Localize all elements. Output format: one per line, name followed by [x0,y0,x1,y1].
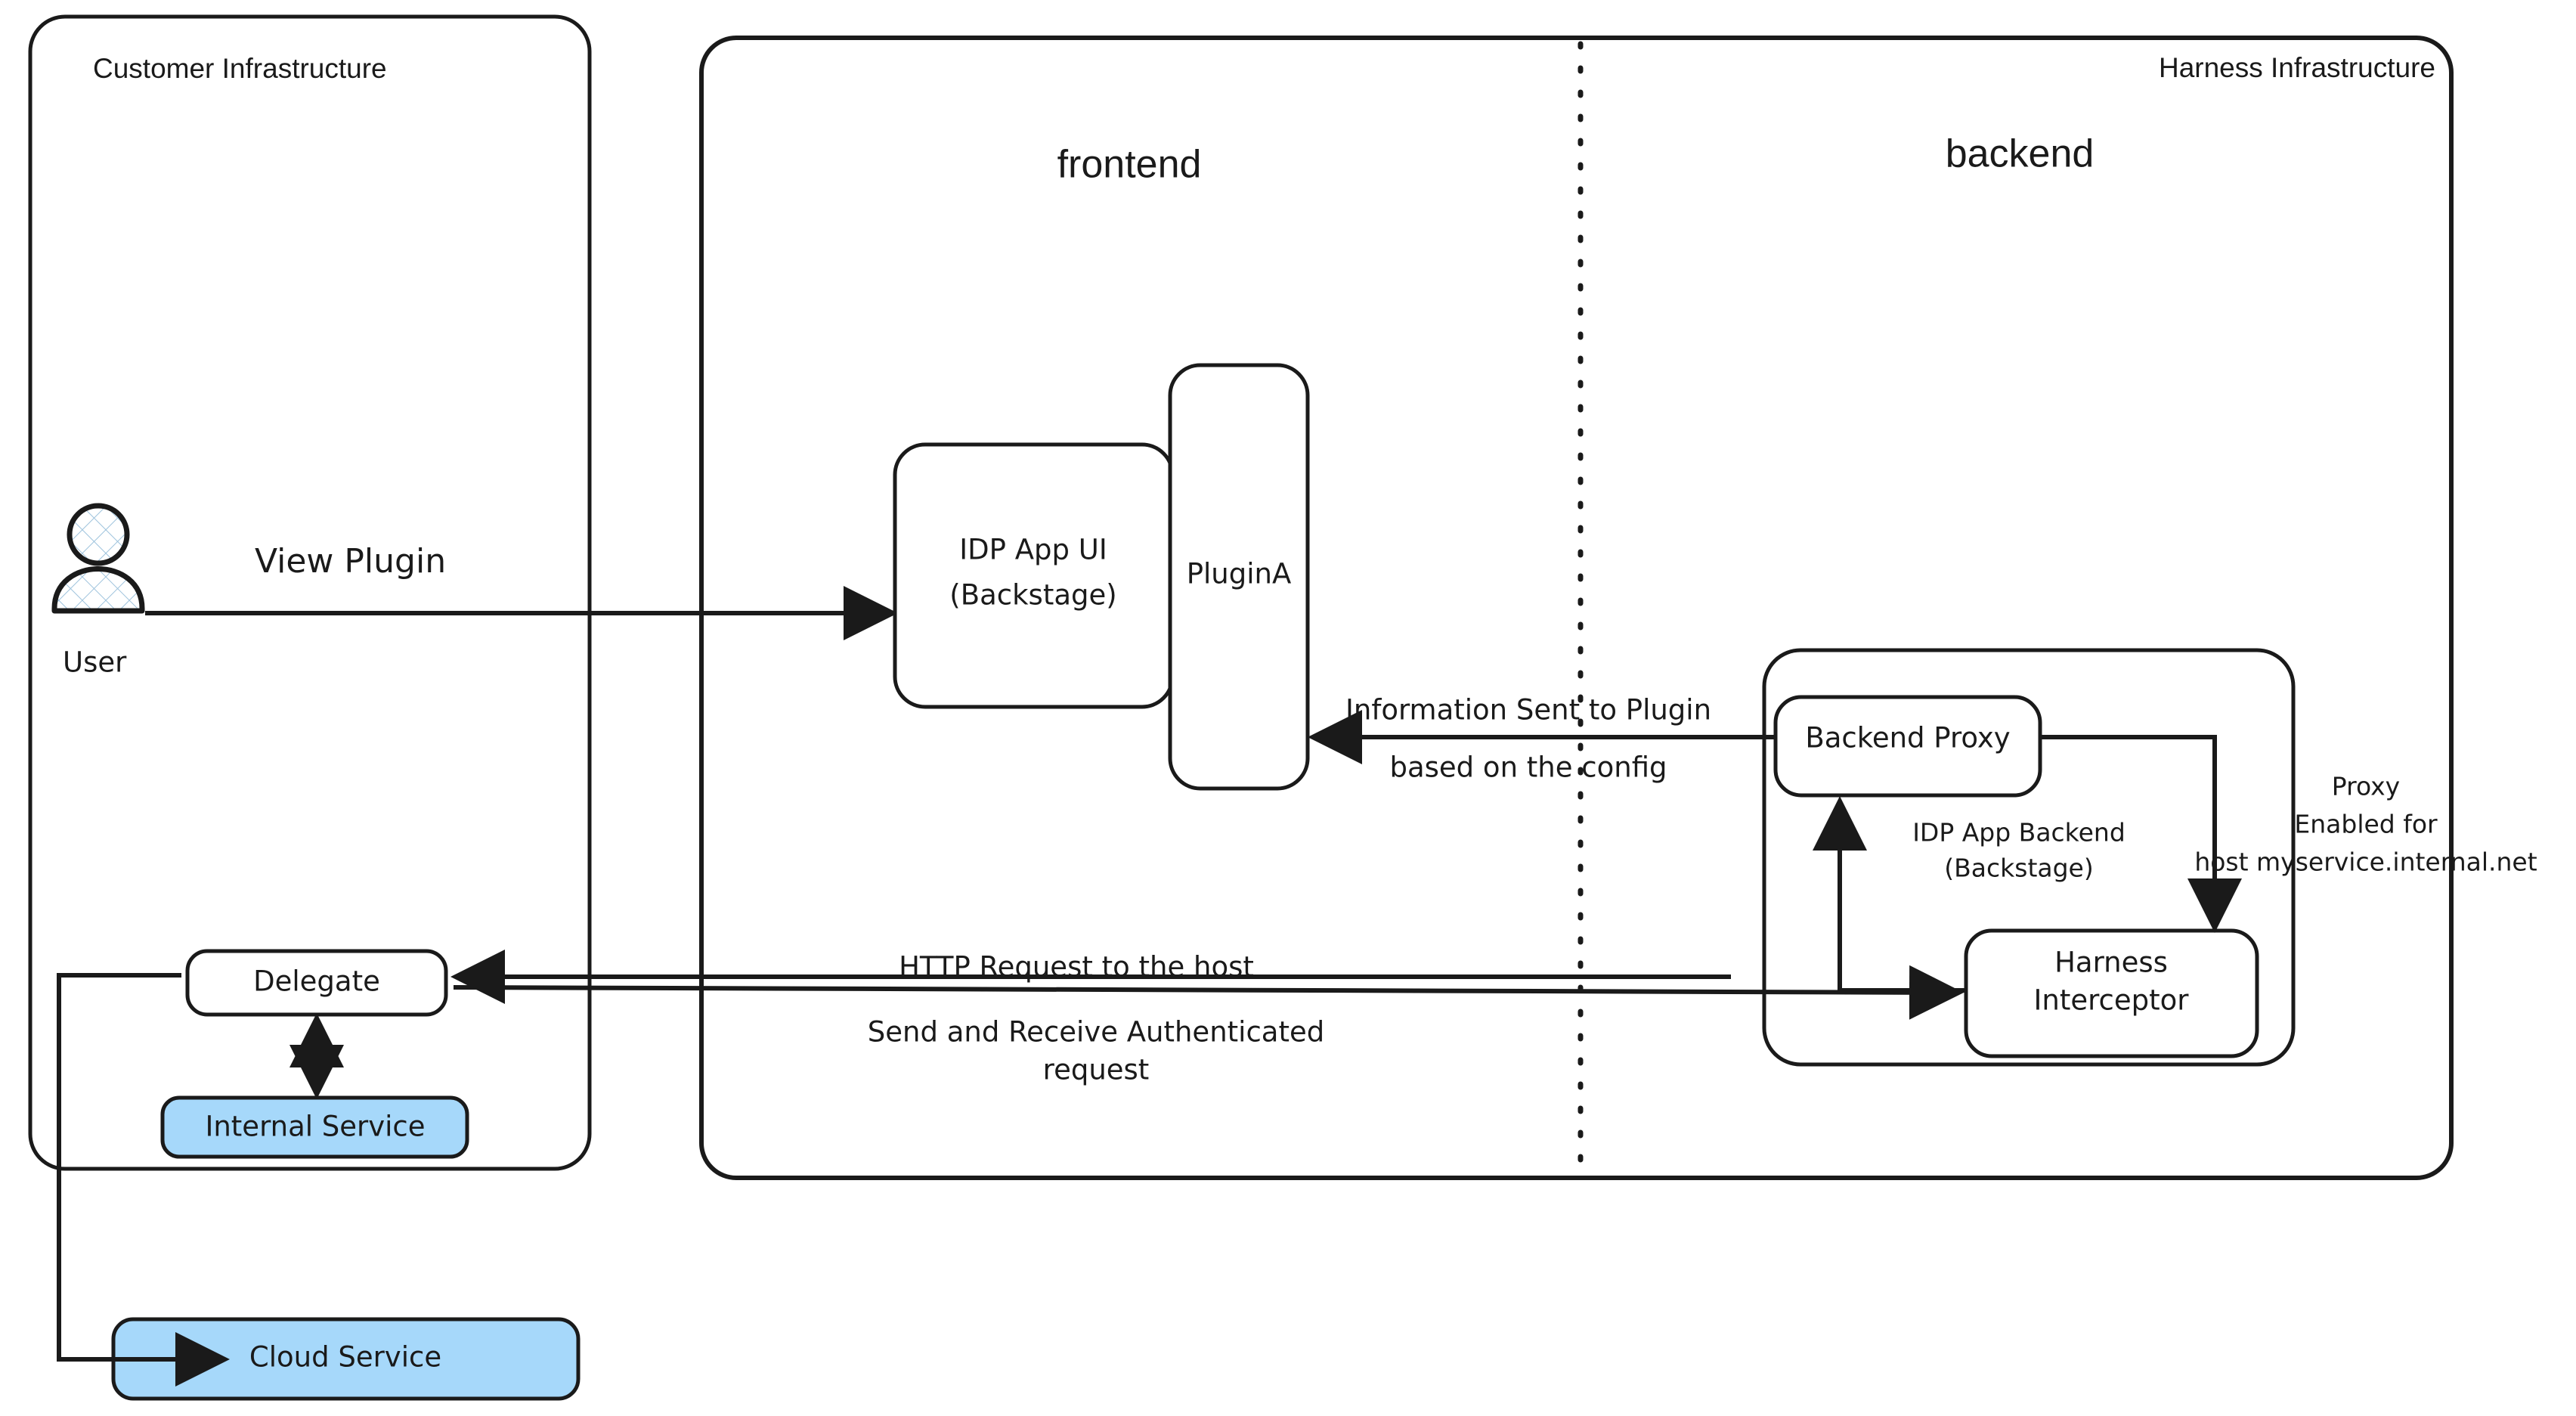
edge-information-sent-to-plugin: Information Sent to Plugin based on the … [1308,694,1776,784]
edge-label-send-receive-line2: request [1043,1054,1150,1086]
edge-label-information-sent-line1: Information Sent to Plugin [1345,694,1711,727]
node-harness-interceptor[interactable]: Harness Interceptor [1964,928,2259,1058]
node-label-backend-proxy: Backend Proxy [1805,722,2010,754]
node-internal-service[interactable]: Internal Service [160,1095,469,1159]
section-title-frontend: frontend [1057,143,1202,187]
node-label-internal-service: Internal Service [205,1111,425,1143]
edge-label-information-sent-line2: based on the config [1389,751,1667,784]
user-label: User [63,646,127,679]
node-label-delegate: Delegate [253,965,380,998]
node-label-cloud-service: Cloud Service [249,1341,441,1374]
node-label-harness-interceptor-line2: Interceptor [2034,984,2190,1017]
node-backend-proxy[interactable]: Backend Proxy [1773,695,2042,798]
edge-view-plugin: View Plugin [145,542,898,640]
node-label-idp-app-backend-line2: (Backstage) [1944,854,2093,883]
node-label-idp-app-ui-line1: IDP App UI [959,534,1107,566]
edge-label-proxy-enabled-line3: host myservice.internal.net [2194,847,2537,877]
node-plugin-a[interactable]: PluginA [1168,363,1310,791]
edge-send-receive-authenticated: Send and Receive Authenticated request [453,965,1964,1086]
edge-label-proxy-enabled-line2: Enabled for [2294,810,2438,839]
container-label-customer-infrastructure: Customer Infrastructure [93,53,387,84]
edge-label-http-request: HTTP Request to the host [899,951,1254,984]
node-label-plugin-a: PluginA [1187,558,1292,590]
node-idp-app-ui[interactable]: IDP App UI (Backstage) [893,442,1175,709]
edge-http-request-to-host: HTTP Request to the host [450,950,1731,1004]
container-customer-infrastructure: Customer Infrastructure [28,14,592,1171]
edge-delegate-cloud-service [57,973,230,1387]
edge-label-view-plugin: View Plugin [255,542,446,581]
node-label-idp-app-backend-line1: IDP App Backend [1912,818,2126,847]
edge-label-proxy-enabled-line1: Proxy [2332,772,2400,801]
node-label-harness-interceptor-line1: Harness [2054,947,2168,979]
node-label-idp-app-ui-line2: (Backstage) [949,579,1116,612]
node-delegate[interactable]: Delegate [185,949,448,1017]
section-title-backend: backend [1946,132,2095,176]
edge-proxy-to-interceptor: Proxy Enabled for host myservice.interna… [2040,735,2537,933]
container-label-harness-infrastructure: Harness Infrastructure [2159,52,2435,83]
edge-label-send-receive-line1: Send and Receive Authenticated [868,1016,1324,1049]
user-actor-icon [51,503,145,614]
